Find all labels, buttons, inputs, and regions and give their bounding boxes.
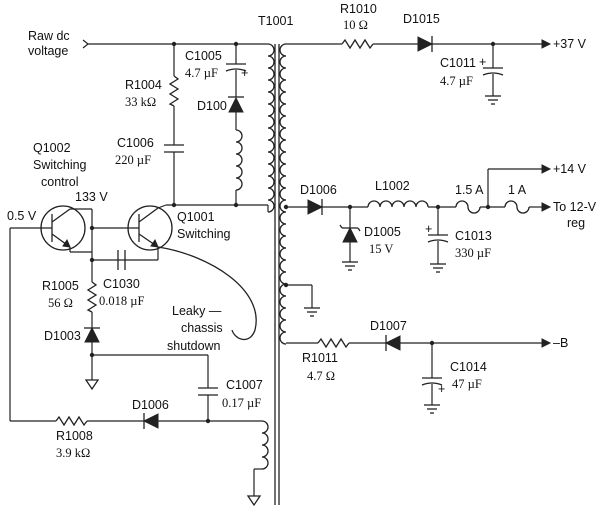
resistor-r1005: [86, 281, 98, 328]
inductor-feedback-winding: [246, 420, 269, 507]
label-r1011-val: 4.7 Ω: [307, 369, 335, 383]
capacitor-c1006: [164, 144, 184, 205]
label-c1014-val: 47 µF: [452, 377, 482, 391]
label-out37: +37 V: [553, 37, 587, 51]
label-c1030-val: 0.018 µF: [99, 294, 144, 308]
capacitor-c1005: +: [225, 44, 248, 97]
svg-text:+: +: [241, 66, 248, 80]
capacitor-c1007: [198, 355, 218, 424]
label-d1006b: D1006: [132, 398, 169, 412]
label-raw-dc-2: voltage: [28, 44, 68, 58]
label-r1004: R1004: [125, 78, 162, 92]
label-d1005-val: 15 V: [369, 242, 393, 256]
label-t1001: T1001: [258, 14, 293, 28]
label-v133: 133 V: [75, 190, 108, 204]
label-r1010-val: 10 Ω: [343, 18, 368, 32]
label-l1002: L1002: [375, 179, 410, 193]
label-leaky: Leaky —: [172, 304, 222, 318]
label-c1007: C1007: [226, 378, 263, 392]
svg-text:+: +: [479, 55, 486, 69]
output-37v-branch: +: [286, 36, 552, 105]
inductor-primary-lower: [235, 129, 243, 205]
resistor-r1004: [168, 41, 180, 145]
transistor-q1001: [92, 204, 173, 261]
label-out14: +14 V: [553, 162, 587, 176]
label-raw-dc: Raw dc: [28, 29, 70, 43]
transistor-q1002: [10, 205, 92, 252]
label-r1010: R1010: [340, 2, 377, 16]
label-c1011-val: 4.7 µF: [440, 74, 473, 88]
label-r1004-val: 33 kΩ: [125, 95, 156, 109]
diode-d100: [228, 96, 244, 130]
label-c1014: C1014: [450, 360, 487, 374]
label-out-b: –B: [553, 336, 568, 350]
diode-d1003: [84, 326, 100, 391]
label-c1005-val: 4.7 µF: [185, 66, 218, 80]
label-r1008-val: 3.9 kΩ: [56, 446, 90, 460]
label-d1005: D1005: [364, 225, 401, 239]
label-d1015: D1015: [403, 12, 440, 26]
output-minus-b-branch: +: [286, 335, 552, 414]
capacitor-c1030: [117, 250, 126, 270]
label-c1013-val: 330 µF: [455, 246, 491, 260]
label-c1006: C1006: [117, 136, 154, 150]
label-fuse1: 1 A: [508, 183, 527, 197]
label-fuse15: 1.5 A: [455, 183, 484, 197]
label-v05: 0.5 V: [7, 209, 37, 223]
label-c1006-val: 220 µF: [115, 153, 151, 167]
label-r1005: R1005: [42, 279, 79, 293]
label-to12v-2: reg: [567, 216, 585, 230]
feedback-path: [9, 228, 262, 429]
label-c1007-val: 0.17 µF: [222, 396, 261, 410]
label-d100: D100: [197, 99, 227, 113]
leaky-shutdown-curve: [157, 246, 257, 341]
transformer-t1001-secondary: [279, 43, 289, 345]
label-q1002-3: control: [41, 175, 79, 189]
label-leaky-3: shutdown: [167, 339, 221, 353]
label-d1006a: D1006: [300, 183, 337, 197]
label-c1030: C1030: [103, 277, 140, 291]
label-c1011: C1011: [440, 56, 476, 70]
transformer-t1001-primary: [166, 43, 280, 505]
label-leaky-2: chassis: [181, 321, 223, 335]
control-node: [70, 209, 95, 282]
label-q1001-2: Switching: [177, 227, 231, 241]
svg-text:+: +: [438, 382, 445, 396]
label-r1011: R1011: [302, 351, 338, 365]
svg-text:+: +: [425, 222, 432, 236]
output-14v-branch: +: [286, 164, 552, 273]
label-r1005-val: 56 Ω: [48, 296, 73, 310]
secondary-ground: [286, 284, 320, 317]
label-d1003: D1003: [44, 329, 81, 343]
label-q1002-2: Switching: [33, 158, 87, 172]
label-c1005: C1005: [185, 49, 222, 63]
label-to12v: To 12-V: [553, 200, 597, 214]
label-r1008: R1008: [56, 429, 93, 443]
label-q1001: Q1001: [177, 210, 215, 224]
label-c1013: C1013: [455, 229, 492, 243]
label-d1007: D1007: [370, 319, 407, 333]
label-q1002: Q1002: [33, 141, 71, 155]
